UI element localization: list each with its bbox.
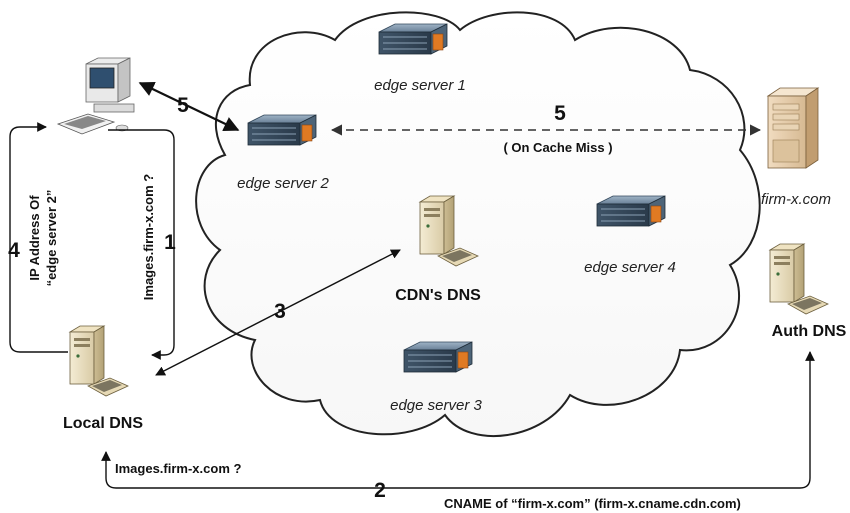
step4-number: 4: [8, 239, 20, 262]
cdn-dns-server-icon: [418, 195, 479, 267]
auth-dns-label: Auth DNS: [772, 323, 847, 340]
step5-origin-note: ( On Cache Miss ): [503, 140, 612, 155]
step4-label-line2: “edge server 2”: [44, 190, 59, 287]
step5-client-arrow: [138, 82, 240, 131]
origin-server-icon: [766, 87, 820, 169]
step2-query-label: Images.firm-x.com ?: [115, 461, 241, 476]
auth-dns-server-icon: [768, 243, 829, 315]
edge-server-4-label: edge server 4: [584, 259, 676, 276]
step2-number: 2: [374, 479, 386, 502]
edge-server-3-label: edge server 3: [390, 397, 482, 414]
step4-arrow: [9, 122, 68, 353]
edge-server-3-icon: [403, 341, 473, 373]
step1-number: 1: [164, 231, 176, 254]
step3-number: 3: [274, 300, 286, 323]
step1-query-label: Images.firm-x.com ?: [141, 174, 156, 300]
edge-server-2-label: edge server 2: [237, 175, 329, 192]
edge-server-4-icon: [596, 195, 666, 227]
step5-client-number: 5: [177, 94, 189, 117]
step2-reply-label: CNAME of “firm-x.com” (firm-x.cname.cdn.…: [444, 496, 741, 511]
edge-server-2-icon: [247, 114, 317, 146]
local-dns-server-icon: [68, 325, 129, 397]
cdn-cloud: [195, 11, 761, 437]
step2-arrow: [101, 351, 815, 489]
step4-label-line1: IP Address Of: [27, 195, 42, 281]
local-dns-label: Local DNS: [63, 415, 143, 432]
edge-server-1-label: edge server 1: [374, 77, 466, 94]
client-computer-icon: [56, 57, 135, 135]
step5-origin-number: 5: [554, 102, 566, 125]
origin-label: firm-x.com: [761, 191, 831, 208]
cdn-dns-label: CDN's DNS: [395, 287, 481, 304]
edge-server-1-icon: [378, 23, 448, 55]
